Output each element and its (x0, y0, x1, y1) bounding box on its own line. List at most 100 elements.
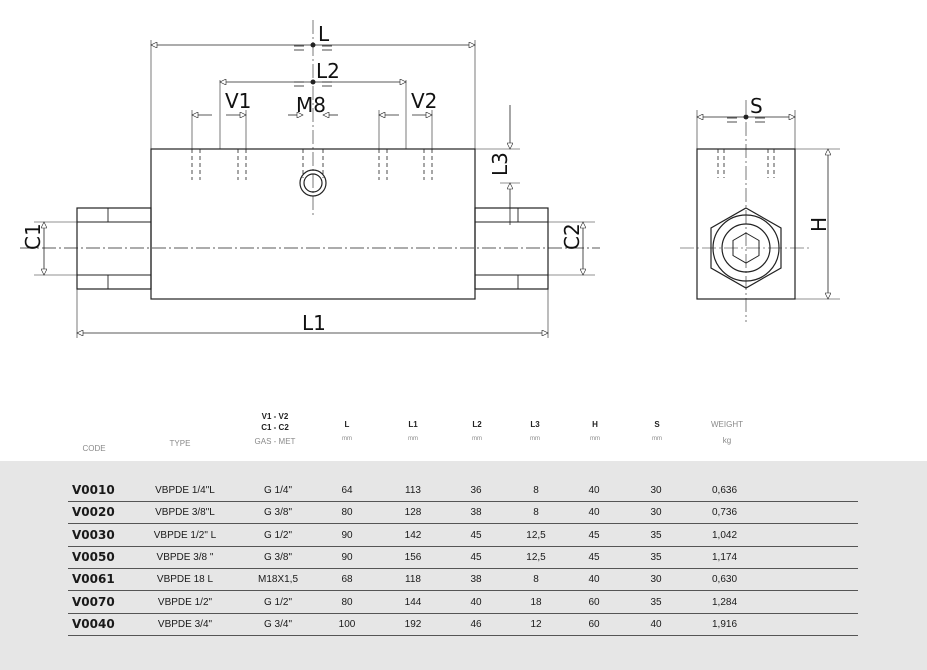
cell-S: 40 (650, 618, 662, 630)
cell-H: 40 (588, 485, 600, 496)
cell-L2: 38 (470, 507, 482, 519)
row-divider (68, 545, 858, 547)
cell-S: 30 (650, 574, 662, 586)
cell-L: 80 (341, 507, 353, 519)
cell-code: V0061 (72, 572, 115, 587)
table-panel: V0010 VBPDE 1/4"L G 1/4" 64 113 36 8 40 … (0, 461, 927, 670)
cell-L1: 142 (404, 529, 422, 541)
cell-S: 35 (650, 596, 662, 608)
cell-L: 68 (341, 574, 353, 586)
table-row: V0061 VBPDE 18 L M18X1,5 68 118 38 8 40 … (0, 569, 927, 592)
right-fitting (474, 207, 549, 290)
cell-weight: 1,284 (712, 596, 738, 608)
header-code: CODE (82, 444, 106, 453)
table-row: V0050 VBPDE 3/8 " G 3/8" 90 156 45 12,5 … (0, 547, 927, 569)
cell-weight: 0,736 (712, 507, 738, 519)
cell-L3: 8 (533, 574, 539, 586)
cell-L: 90 (341, 529, 353, 541)
cell-type: VBPDE 18 L (156, 574, 214, 586)
cell-type: VBPDE 1/4"L (155, 485, 215, 496)
cell-weight: 0,636 (712, 485, 738, 496)
cell-L1: 128 (404, 507, 422, 519)
cell-H: 45 (588, 529, 600, 541)
cell-S: 30 (650, 485, 662, 496)
cell-L: 64 (341, 485, 353, 496)
row-divider (68, 567, 858, 569)
cell-H: 40 (588, 574, 600, 586)
cell-S: 35 (650, 551, 662, 563)
cell-code: V0040 (72, 616, 115, 631)
row-divider (68, 590, 858, 592)
header-H: H mm (590, 420, 600, 442)
table-row: V0040 VBPDE 3/4" G 3/4" 100 192 46 12 60… (0, 614, 927, 636)
cell-type: VBPDE 1/2" L (153, 529, 217, 541)
header-L1: L1 mm (408, 420, 418, 442)
cell-L3: 18 (530, 596, 542, 608)
row-divider (68, 523, 858, 525)
cell-L2: 36 (470, 485, 482, 496)
label-L1: L1 (302, 311, 326, 335)
cell-code: V0010 (72, 483, 115, 497)
technical-drawing: L L2 V1 M8 V2 L3 C1 C2 L1 S H (20, 20, 840, 338)
row-divider (68, 612, 858, 614)
label-L2: L2 (316, 59, 340, 83)
cell-L3: 8 (533, 507, 539, 519)
cell-thread: M18X1,5 (257, 574, 299, 586)
cell-L3: 12,5 (526, 529, 546, 541)
cell-weight: 1,916 (712, 618, 738, 630)
cell-type: VBPDE 3/4" (157, 618, 213, 630)
cell-code: V0070 (72, 594, 115, 609)
label-L: L (318, 22, 330, 46)
row-divider (68, 501, 858, 502)
cell-L2: 46 (470, 618, 482, 630)
cell-L: 100 (338, 618, 356, 630)
cell-L1: 144 (404, 596, 422, 608)
cell-L: 90 (341, 551, 353, 563)
left-fitting (76, 207, 152, 290)
table-row: V0020 VBPDE 3/8"L G 3/8" 80 128 38 8 40 … (0, 502, 927, 525)
label-H: H (807, 217, 831, 232)
header-thread: V1 - V2 C1 - C2 GAS - MET (254, 412, 296, 446)
cell-L1: 113 (405, 485, 421, 496)
cell-H: 60 (588, 596, 600, 608)
header-L: L mm (342, 420, 352, 442)
cell-thread: G 1/4" (263, 485, 292, 496)
label-C1: C1 (21, 223, 45, 250)
cell-H: 45 (588, 551, 600, 563)
table-header: CODE TYPE V1 - V2 C1 - C2 GAS - MET L mm… (0, 405, 927, 460)
label-V2: V2 (411, 89, 437, 113)
label-M8: M8 (296, 93, 326, 117)
label-L3: L3 (488, 152, 512, 176)
header-weight: WEIGHT kg (711, 420, 743, 445)
cell-thread: G 3/8" (263, 551, 292, 563)
center-markers (294, 45, 765, 123)
label-C2: C2 (560, 223, 584, 250)
header-type: TYPE (169, 439, 191, 448)
cell-thread: G 1/2" (263, 596, 292, 608)
side-view (680, 100, 840, 322)
cell-L2: 40 (470, 596, 482, 608)
cell-L2: 38 (470, 574, 482, 586)
header-L3: L3 mm (530, 420, 540, 442)
cell-type: VBPDE 1/2" (157, 596, 213, 608)
header-S: S mm (652, 420, 662, 442)
cell-code: V0020 (72, 505, 115, 520)
cell-code: V0030 (72, 527, 115, 542)
cell-L3: 12,5 (526, 551, 546, 563)
table-row: V0070 VBPDE 1/2" G 1/2" 80 144 40 18 60 … (0, 592, 927, 614)
cell-thread: G 3/8" (263, 507, 292, 519)
table-row: V0010 VBPDE 1/4"L G 1/4" 64 113 36 8 40 … (0, 480, 927, 502)
cell-type: VBPDE 3/8 " (156, 551, 214, 563)
cell-L: 80 (341, 596, 353, 608)
cell-S: 35 (650, 529, 662, 541)
cell-weight: 0,630 (712, 574, 738, 586)
cell-weight: 1,042 (712, 529, 738, 541)
cell-L1: 192 (404, 618, 422, 630)
cell-type: VBPDE 3/8"L (155, 507, 215, 519)
front-view (20, 20, 600, 338)
cell-H: 60 (588, 618, 600, 630)
cell-L1: 156 (404, 551, 422, 563)
cell-H: 40 (588, 507, 600, 519)
cell-L3: 12 (530, 618, 542, 630)
row-divider (68, 634, 858, 636)
